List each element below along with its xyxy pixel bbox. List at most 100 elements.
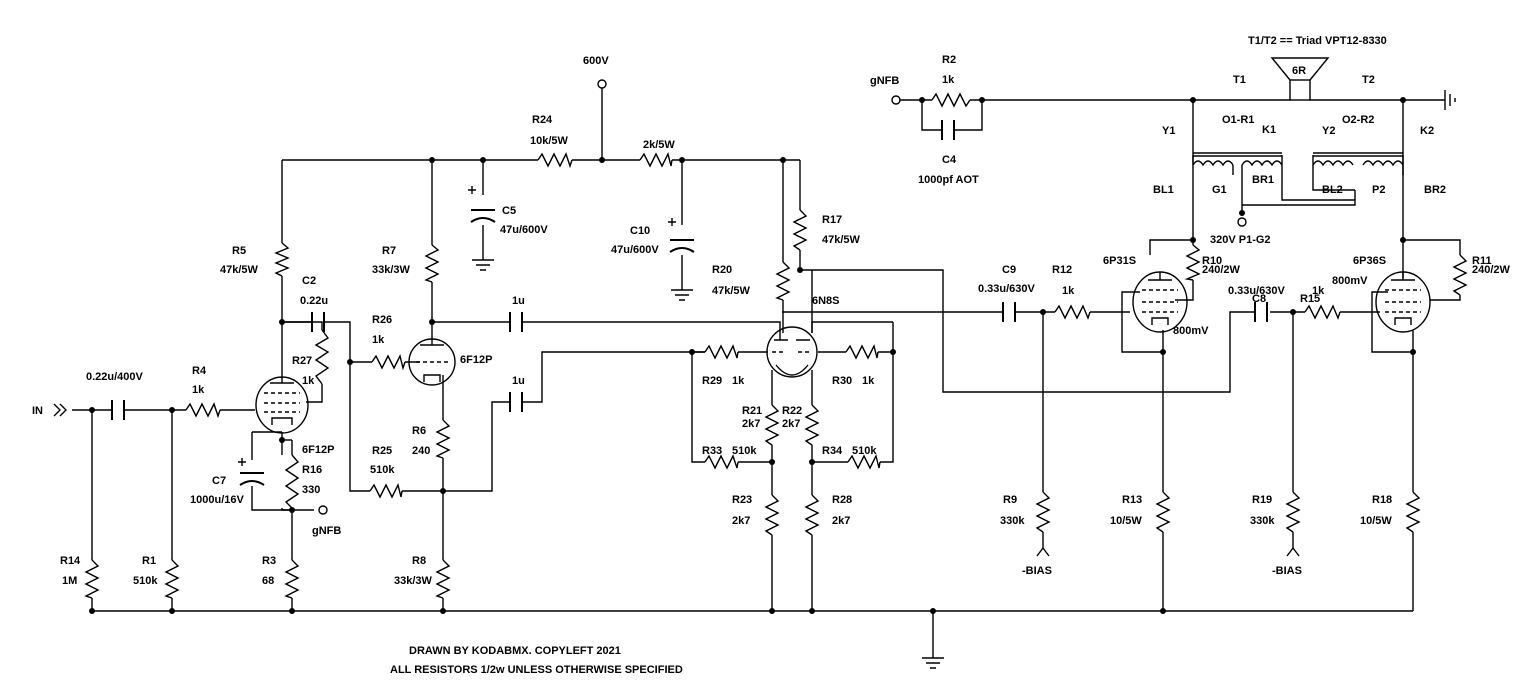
capacitor-c4 [941,120,955,140]
tr-bl1: BL1 [1153,184,1174,196]
resistor-r28 [804,494,820,536]
r14-value: 1M [62,575,77,587]
resistor-r12 [1054,304,1091,320]
r33-name: R33 [702,445,722,457]
r21-value: 2k7 [742,418,760,430]
tr-note: T1/T2 == Triad VPT12-8330 [1248,35,1387,47]
tube-v4 [1132,271,1188,333]
r34-name: R34 [822,445,843,457]
r18-value: 10/5W [1360,515,1392,527]
r25-name: R25 [372,445,392,457]
tube-v5 [1375,271,1431,333]
capacitor-cin [111,400,125,420]
resistor-r14 [84,559,100,599]
resistor-r5 [274,242,290,277]
resistor-r8 [435,559,451,599]
r1-value: 510k [133,575,158,587]
c8-name: C8 [1252,293,1266,305]
tr-k2: K2 [1420,125,1434,137]
r11-value: 240/2W [1472,264,1511,276]
cu2-value: 1u [512,375,525,387]
r5-value: 47k/5W [220,264,259,276]
resistor-r3 [284,559,300,599]
r19-value: 330k [1250,515,1275,527]
tr-bl2: BL2 [1322,184,1343,196]
capacitor-c8 [1254,302,1268,322]
r23-name: R23 [732,494,752,506]
footer-credit: DRAWN BY KODABMX. COPYLEFT 2021 [409,645,621,657]
r4-value: 1k [192,384,205,396]
resistor-r22 [804,404,820,446]
c4-name: C4 [942,154,957,166]
bias1-label: -BIAS [1022,565,1052,577]
resistor-r30 [845,343,879,360]
capacitor-c9 [1002,302,1016,322]
r5-name: R5 [232,245,246,257]
r3-name: R3 [262,555,276,567]
r10-value: 240/2W [1202,264,1241,276]
ground-icon [671,289,693,301]
tr-p2: P2 [1372,184,1385,196]
supply-label: 600V [583,55,609,67]
resistor-r13 [1155,491,1171,533]
mv2-label: 800mV [1332,275,1368,287]
resistor-r15 [1304,304,1341,320]
resistor-r25 [369,482,403,499]
r8-value: 33k/3W [394,575,433,587]
r12-name: R12 [1052,264,1072,276]
tr-br1: BR1 [1252,174,1274,186]
resistor-r26 [371,353,406,371]
labels: IN 600V T1/T2 == Triad VPT12-8330 T1 T2 … [32,35,1511,676]
speaker-icon [1270,57,1330,101]
r19-name: R19 [1252,494,1272,506]
r6-name: R6 [412,425,426,437]
tr-g1: G1 [1212,184,1227,196]
ground-icon [1444,90,1456,110]
bias2-label: -BIAS [1272,565,1302,577]
r28-value: 2k7 [832,515,850,527]
resistor-r10 [1184,244,1201,281]
r16-value: 330 [302,484,320,496]
tube-v2-label: 6F12P [460,354,492,366]
r29-name: R29 [702,375,722,387]
r26-name: R26 [372,314,392,326]
resistor-r21 [764,404,780,446]
resistor-r16 [284,454,300,509]
r34-value: 510k [852,445,877,457]
r33-value: 510k [732,445,757,457]
resistors [84,92,1468,599]
input-label: IN [32,405,43,417]
r16-name: R16 [302,464,322,476]
output-transformers [1192,152,1404,175]
r14-name: R14 [60,555,81,567]
r13-value: 10/5W [1110,515,1142,527]
r10-name: R10 [1202,255,1222,267]
resistor-r18 [1405,491,1421,533]
r7-value: 33k/3W [372,264,411,276]
junctions [89,97,1416,614]
rdrop-value: 2k/5W [643,139,675,151]
gnfb-in-label: gNFB [870,75,899,87]
r9-name: R9 [1003,494,1017,506]
c10-value: 47u/600V [611,244,659,256]
capacitor-c7 [239,472,265,486]
c4-value: 1000pf AOT [918,174,979,186]
tube-v1 [255,376,309,434]
r13-name: R13 [1122,494,1142,506]
resistor-r20 [775,261,791,301]
tube-v2 [408,338,456,386]
resistor-r29 [704,344,739,360]
c9-value: 0.33u/630V [978,283,1036,295]
resistor-r6 [435,419,451,459]
r26-value: 1k [372,334,385,346]
r17-name: R17 [822,214,842,226]
c5-name: C5 [502,205,516,217]
resistor-r34 [847,453,881,470]
cin-value: 0.22u/400V [86,371,144,383]
tr-o1r1: O1-R1 [1222,114,1254,126]
footer-note: ALL RESISTORS 1/2w UNLESS OTHERWISE SPEC… [390,664,683,676]
capacitors [111,120,1268,486]
tr-t1: T1 [1233,74,1246,86]
tubes [255,271,1431,434]
r15-value: 1k [1312,285,1325,297]
